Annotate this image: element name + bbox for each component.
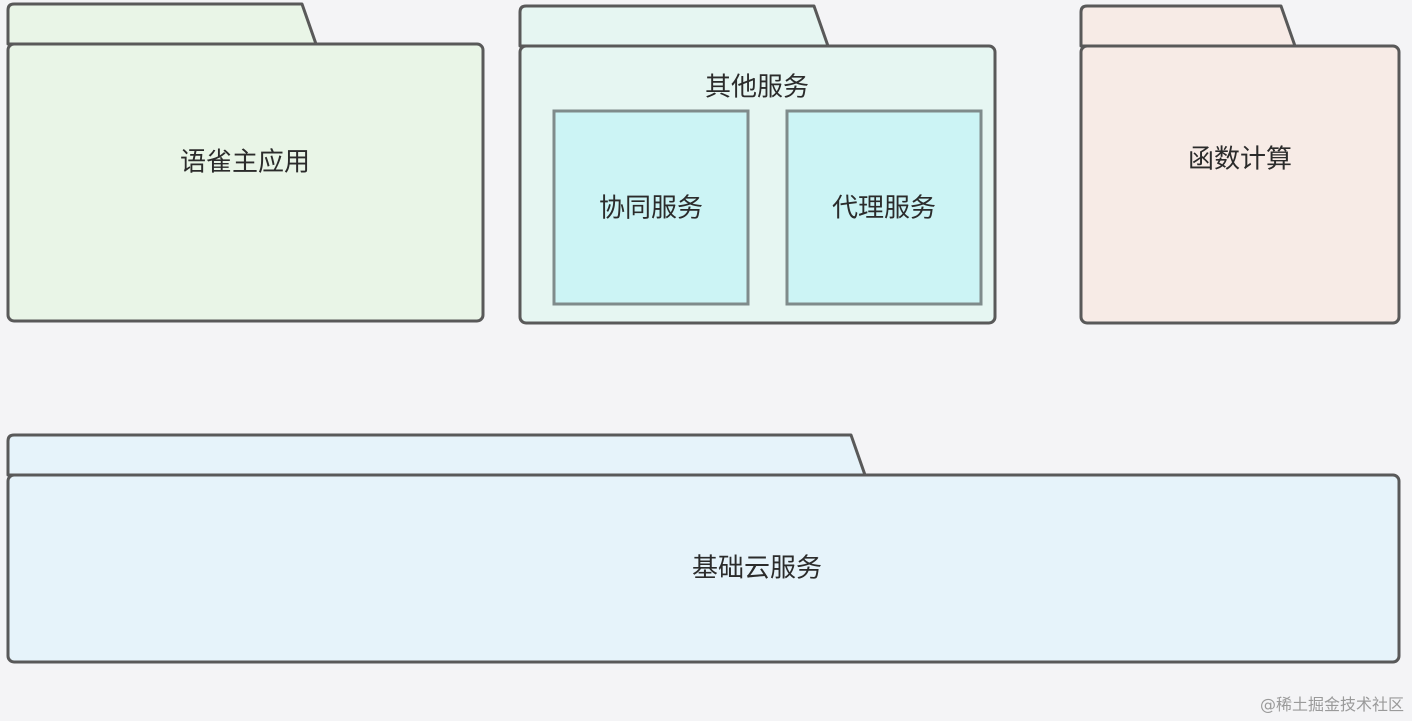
package-base-cloud-body xyxy=(6,473,1401,664)
component-collab-service: 协同服务 xyxy=(552,109,750,306)
package-other-services-tab xyxy=(518,4,830,48)
package-base-cloud: 基础云服务 xyxy=(6,433,1401,664)
package-other-services-label: 其他服务 xyxy=(705,73,809,103)
watermark: @稀土掘金技术社区 xyxy=(1259,695,1404,714)
package-function-compute-body xyxy=(1079,44,1401,325)
package-yuque-main-label: 语雀主应用 xyxy=(180,148,310,178)
component-collab-service-box xyxy=(552,109,750,306)
package-function-compute: 函数计算 xyxy=(1079,4,1401,325)
package-yuque-main-body xyxy=(6,42,485,323)
package-base-cloud-label: 基础云服务 xyxy=(692,554,822,584)
package-other-services: 其他服务 协同服务 代理服务 xyxy=(518,4,997,325)
component-collab-service-label: 协同服务 xyxy=(599,194,703,224)
package-yuque-main: 语雀主应用 xyxy=(6,2,485,323)
package-yuque-main-tab xyxy=(6,2,318,46)
component-proxy-service-box xyxy=(785,109,983,306)
package-function-compute-label: 函数计算 xyxy=(1188,145,1292,175)
component-proxy-service-label: 代理服务 xyxy=(832,194,936,224)
package-function-compute-tab xyxy=(1079,4,1297,48)
package-base-cloud-tab xyxy=(6,433,867,477)
component-proxy-service: 代理服务 xyxy=(785,109,983,306)
